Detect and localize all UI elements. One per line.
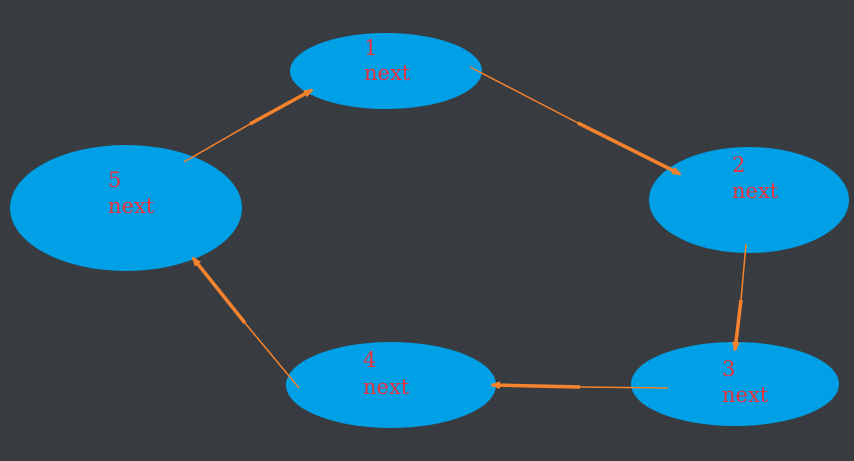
edge-5-to-1 xyxy=(183,88,314,163)
node-1-shape xyxy=(290,33,482,109)
node-1: 1 next xyxy=(290,33,482,109)
node-3-number: 3 xyxy=(722,357,735,381)
node-4: 4 next xyxy=(286,342,496,428)
edge-2-to-3 xyxy=(731,243,747,352)
node-5-shape xyxy=(10,145,242,271)
node-2-number: 2 xyxy=(732,153,745,177)
node-5-next-field: next xyxy=(108,194,155,218)
node-2-next-field: next xyxy=(732,179,779,203)
edge-1-to-2 xyxy=(469,66,682,176)
node-2-shape xyxy=(649,147,849,253)
node-3-next-field: next xyxy=(722,383,769,407)
edge-4-to-5 xyxy=(191,256,300,389)
node-1-next-field: next xyxy=(364,61,411,85)
node-1-number: 1 xyxy=(364,36,377,60)
node-5-number: 5 xyxy=(108,168,121,192)
node-3-shape xyxy=(631,342,839,426)
node-4-next-field: next xyxy=(363,375,410,399)
node-2: 2 next xyxy=(649,147,849,253)
node-4-number: 4 xyxy=(363,348,376,372)
node-3: 3 next xyxy=(631,342,839,426)
node-4-shape xyxy=(286,342,496,428)
node-5: 5 next xyxy=(10,145,242,271)
edge-3-to-4 xyxy=(490,381,669,390)
